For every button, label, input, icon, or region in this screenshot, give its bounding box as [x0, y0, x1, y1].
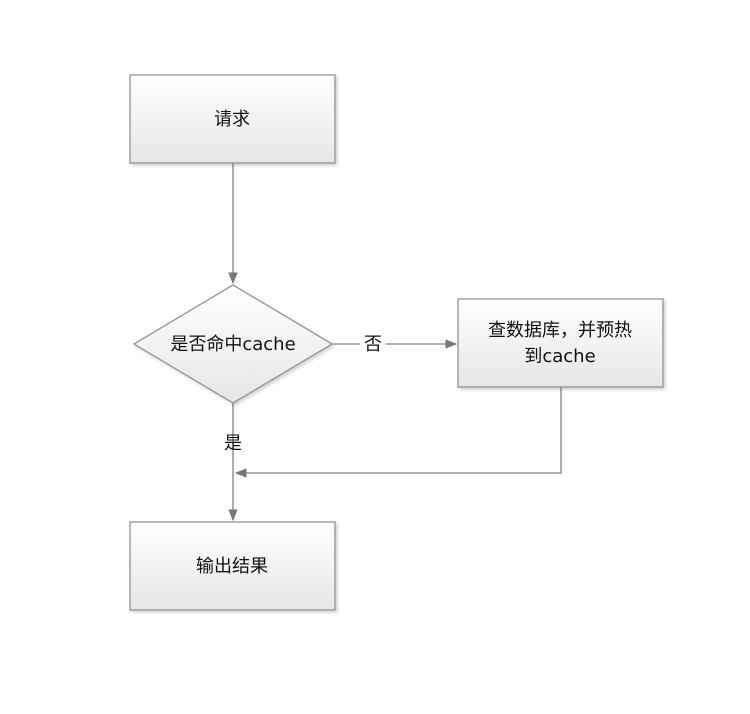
node-query-db-label-line1: 查数据库，并预热 [488, 320, 632, 341]
edge-label-yes: 是 [224, 433, 242, 454]
node-output: 输出结果 [129, 521, 336, 611]
node-request-box [129, 74, 336, 164]
node-request-label: 请求 [214, 109, 250, 130]
node-decision: 是否命中cache [132, 284, 334, 404]
node-query-db-box [457, 298, 664, 388]
node-output-label: 输出结果 [196, 556, 268, 577]
node-decision-label: 是否命中cache [170, 334, 295, 355]
node-decision-diamond [132, 284, 334, 404]
node-query-db-label-line2: 到cache [524, 346, 595, 367]
node-output-box [129, 521, 336, 611]
edge-query-db-to-output [234, 387, 562, 478]
edge-label-mask-no [360, 332, 386, 356]
edge-label-no: 否 [364, 334, 382, 355]
node-request: 请求 [129, 74, 336, 164]
node-query-db: 查数据库，并预热 到cache [457, 298, 664, 388]
